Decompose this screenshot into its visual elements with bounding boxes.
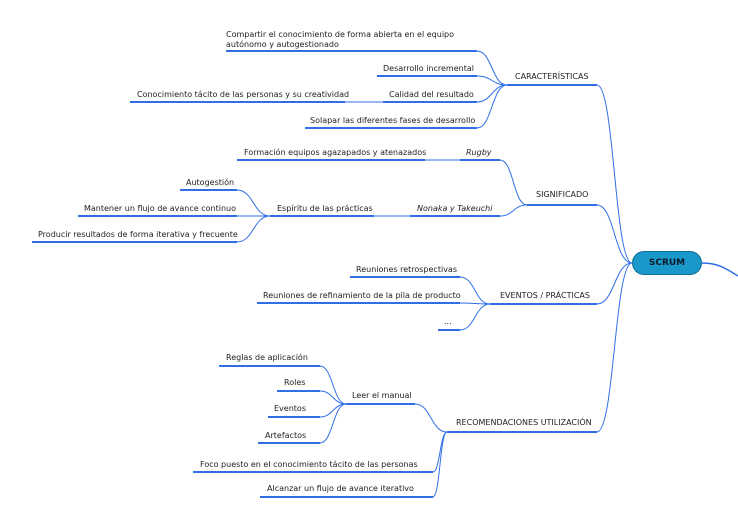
root-label: SCRUM <box>648 258 686 268</box>
connector-leer-reglas <box>319 365 347 405</box>
connector-leer-roles <box>319 390 347 405</box>
connector-esp-autogestion <box>236 189 271 217</box>
node-conocimiento-tacito[interactable]: Conocimiento tácito de las personas y su… <box>137 90 350 99</box>
connector-root-recomendaciones <box>596 262 633 433</box>
branch-caracteristicas[interactable]: CARACTERÍSTICAS <box>515 72 589 81</box>
connector-sig-nonaka <box>499 204 528 217</box>
node-nonaka-takeuchi[interactable]: Nonaka y Takeuchi <box>417 204 493 213</box>
node-reuniones-refinamiento[interactable]: Reuniones de refinamiento de la pila de … <box>263 291 461 300</box>
branch-eventos-practicas[interactable]: EVENTOS / PRÁCTICAS <box>500 291 590 300</box>
connector-car-desarrollo <box>476 75 508 86</box>
branch-significado[interactable]: SIGNIFICADO <box>536 190 589 199</box>
branch-recomendaciones[interactable]: RECOMENDACIONES UTILIZACIÓN <box>456 418 592 427</box>
connector-leer-artefactos <box>319 403 347 444</box>
connector-rec-alcanzar <box>432 431 448 498</box>
node-ellipsis[interactable]: ... <box>444 317 452 326</box>
node-calidad-resultado[interactable]: Calidad del resultado <box>389 90 474 99</box>
connector-ev-ellipsis <box>459 303 491 331</box>
node-alcanzar-flujo[interactable]: Alcanzar un flujo de avance iterativo <box>267 484 414 493</box>
connector-car-compartir <box>476 50 508 86</box>
node-leer-manual[interactable]: Leer el manual <box>352 391 412 400</box>
connector-root-extension <box>701 262 738 277</box>
connector-root-significado <box>596 204 633 264</box>
node-reglas-aplicacion[interactable]: Reglas de aplicación <box>226 353 308 362</box>
node-reuniones-retrospectivas[interactable]: Reuniones retrospectivas <box>356 265 457 274</box>
connector-car-solapar <box>476 84 508 129</box>
node-foco-conocimiento[interactable]: Foco puesto en el conocimiento tácito de… <box>200 460 418 469</box>
node-solapar-fases[interactable]: Solapar las diferentes fases de desarrol… <box>310 116 476 125</box>
connector-rec-leer <box>414 403 448 433</box>
connector-root-eventos <box>596 262 633 305</box>
connector-esp-producir <box>236 215 271 243</box>
node-mantener-flujo[interactable]: Mantener un flujo de avance continuo <box>84 204 236 213</box>
node-producir-resultados[interactable]: Producir resultados de forma iterativa y… <box>38 230 238 239</box>
connector-sig-rugby <box>499 159 528 206</box>
node-eventos[interactable]: Eventos <box>274 404 306 413</box>
node-espiritu-practicas[interactable]: Espíritu de las prácticas <box>277 204 373 213</box>
node-desarrollo-incremental[interactable]: Desarrollo incremental <box>383 64 474 73</box>
node-formacion-equipos[interactable]: Formación equipos agazapados y atenazado… <box>244 148 427 157</box>
node-rugby[interactable]: Rugby <box>466 148 492 157</box>
connector-car-calidad <box>476 84 508 103</box>
connector-root-caracteristicas <box>596 84 633 264</box>
node-autogestion[interactable]: Autogestión <box>186 178 235 187</box>
node-compartir-conocimiento[interactable]: Compartir el conocimiento de forma abier… <box>226 30 455 49</box>
root-node[interactable]: SCRUM <box>632 251 702 275</box>
node-artefactos[interactable]: Artefactos <box>265 431 307 440</box>
node-roles[interactable]: Roles <box>284 378 306 387</box>
connector-ev-retro <box>459 276 491 305</box>
